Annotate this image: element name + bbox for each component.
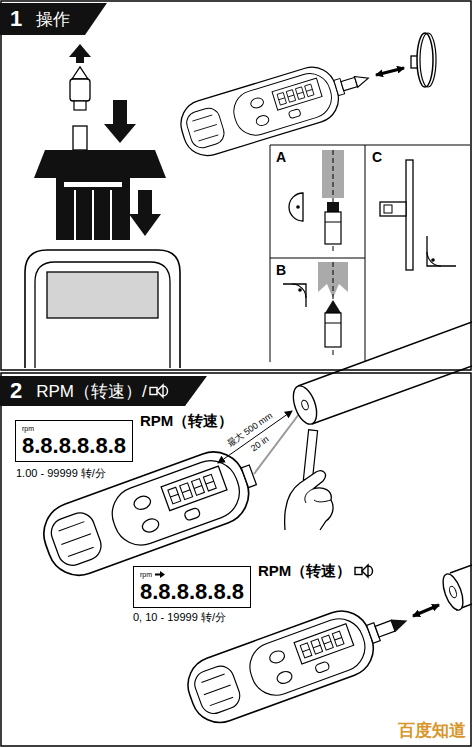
panel-lines <box>270 258 365 259</box>
tachometer <box>375 620 395 637</box>
hand-with-tape <box>305 489 331 503</box>
tip-assembly <box>56 178 130 240</box>
panel-c <box>427 252 441 266</box>
motion-arrow <box>413 605 439 616</box>
pipe <box>439 565 472 613</box>
device-bottom <box>25 250 180 368</box>
section-title: 操作 <box>36 8 70 31</box>
watermark: 百度知道 <box>398 721 466 741</box>
panel-b <box>325 313 341 347</box>
section-frame <box>1 1 471 370</box>
header-band <box>0 376 207 406</box>
section-frame <box>1 373 471 746</box>
panel-b <box>283 262 348 356</box>
panel-lines <box>270 145 470 146</box>
section-header: 1 操作 <box>0 3 106 35</box>
device-bottom <box>35 262 170 368</box>
wheel <box>376 33 436 87</box>
panel-letter: A <box>276 149 286 166</box>
tip-assembly <box>92 190 94 240</box>
device-bottom <box>47 272 158 318</box>
panel-a <box>327 202 339 212</box>
panel-b <box>283 284 306 307</box>
panel-c <box>406 160 413 270</box>
range-text: 1.00 - 99999 转/分 <box>16 467 106 480</box>
section-header: 2 RPM（转速）/ <box>0 376 207 406</box>
panel-b <box>325 300 341 313</box>
range-text: 0, 10 - 19999 转/分 <box>133 611 226 624</box>
display-digits: 8.8.8.8.8.8 <box>140 581 244 603</box>
panel-b <box>298 288 302 292</box>
panel-letter: B <box>276 262 286 279</box>
panel-a <box>289 193 303 221</box>
tachometer <box>354 73 370 87</box>
tip-assembly <box>104 100 136 143</box>
contact-icon <box>149 383 171 399</box>
display-row: rpm <box>140 570 244 579</box>
panel-a <box>325 222 341 223</box>
arrow-icon <box>155 571 165 578</box>
contact-icon <box>157 385 168 397</box>
panel-b <box>292 284 306 298</box>
pipe <box>289 322 472 427</box>
panel-letter: C <box>372 149 382 166</box>
panel-lines <box>270 145 271 362</box>
tip-assembly <box>69 44 91 63</box>
panel-b <box>325 323 341 324</box>
contact-icon <box>150 388 157 395</box>
pipe <box>298 322 472 424</box>
header-band <box>0 3 107 35</box>
panel-c <box>380 160 456 270</box>
tip-assembly <box>110 190 112 240</box>
panel-lines <box>270 145 470 362</box>
tip-assembly <box>72 67 88 79</box>
tip-assembly <box>64 182 122 187</box>
tip-assembly <box>73 126 87 150</box>
mode-label: RPM（转速） <box>258 562 351 580</box>
panel-c <box>384 205 392 213</box>
panel-a <box>325 212 341 244</box>
lcd-display: rpm 8.8.8.8.8.8 <box>133 566 251 608</box>
arrow-icon <box>155 571 165 578</box>
section-number: 2 <box>10 378 22 404</box>
tachometer <box>175 59 351 161</box>
lcd-display: rpm 8.8.8.8.8.8 <box>15 420 133 462</box>
wheel <box>376 68 404 75</box>
pipe <box>448 585 458 598</box>
hand-with-tape <box>285 471 333 530</box>
tachometer <box>180 589 419 730</box>
pipe <box>439 571 467 612</box>
tip-assembly <box>34 150 166 178</box>
contact-icon <box>355 568 362 575</box>
pipe <box>300 399 309 410</box>
panel-a <box>289 150 344 254</box>
contact-icon <box>354 563 376 579</box>
panel-c <box>380 202 406 216</box>
hand-with-tape <box>285 430 333 530</box>
unit-text: rpm <box>140 571 152 578</box>
tip-assembly <box>74 190 76 240</box>
wheel <box>420 33 436 87</box>
section-title: RPM（转速）/ <box>36 380 147 403</box>
tip-assembly <box>129 190 161 236</box>
contact-icon <box>362 565 373 577</box>
tip-assembly <box>74 101 86 110</box>
device-bottom <box>25 250 180 368</box>
display-row: rpm <box>22 424 126 433</box>
unit-text: rpm <box>22 425 34 432</box>
panel-a <box>296 205 300 209</box>
tip-assembly <box>34 44 166 240</box>
dimension-label: 20 in <box>249 435 270 454</box>
panel-lines <box>365 145 366 362</box>
mode-label: RPM（转速） <box>140 412 233 430</box>
tachometer <box>391 614 410 632</box>
panel-c <box>427 236 456 266</box>
display-digits: 8.8.8.8.8.8 <box>22 435 126 457</box>
pipe <box>289 383 321 427</box>
tip-assembly <box>70 79 90 101</box>
panel-c <box>431 258 435 262</box>
section-number: 1 <box>10 6 22 32</box>
